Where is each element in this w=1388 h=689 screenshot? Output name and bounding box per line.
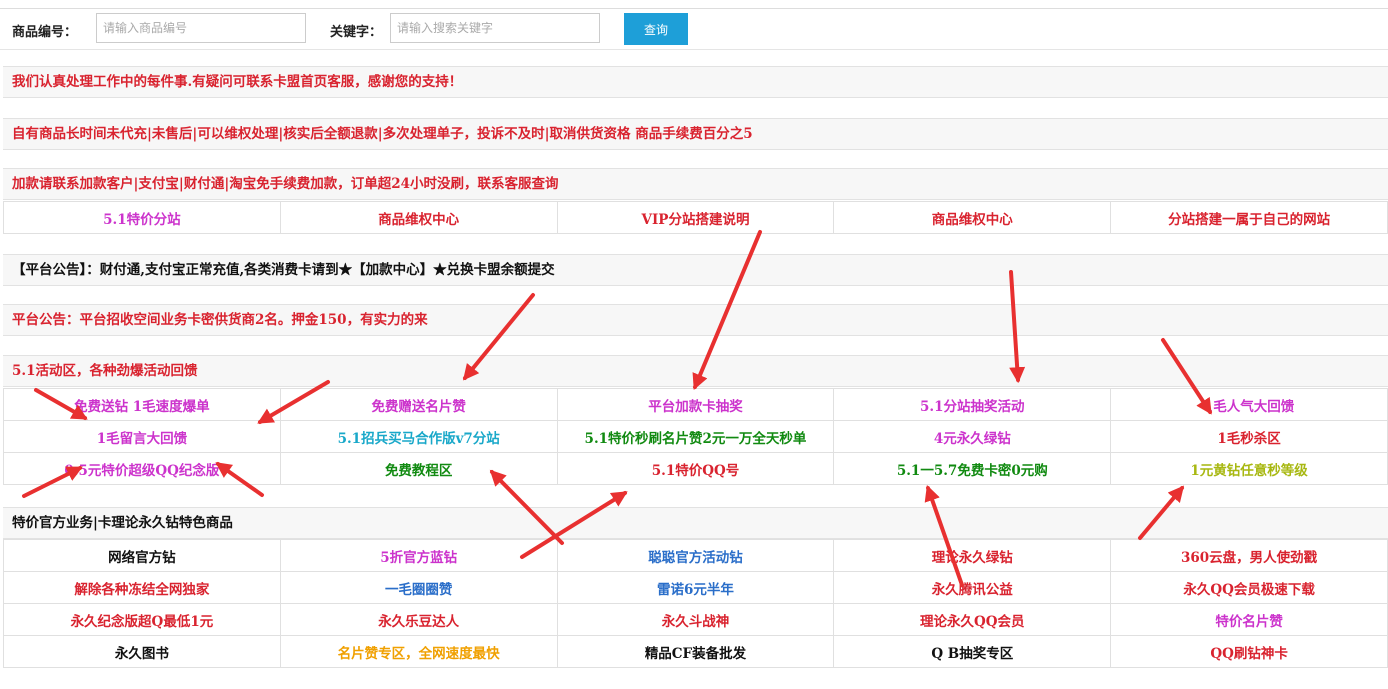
product-row-link[interactable]: 360云盘，男人使劲戳 [1110,539,1388,572]
product-row-link[interactable]: 永久QQ会员极速下载 [1110,571,1388,604]
nav-link[interactable]: VIP分站搭建说明 [556,201,835,234]
product-row-link[interactable]: QQ刷钻神卡 [1110,635,1388,668]
notice-supplier-recruit: 平台公告：平台招收空间业务卡密供货商2名。押金150，有实力的来 [3,304,1388,336]
product-row-link[interactable]: 永久腾讯公益 [833,571,1112,604]
search-button[interactable]: 查询 [624,13,688,45]
activity-row-link[interactable]: 1毛秒杀区 [1110,420,1388,453]
product-row-link[interactable]: 理论永久绿钻 [833,539,1112,572]
product-row-link[interactable]: 永久图书 [3,635,281,668]
activity-row-link[interactable]: 1毛留言大回馈 [3,420,281,453]
nav-link[interactable]: 5.1特价分站 [3,201,281,234]
activity-row-link[interactable]: 平台加款卡抽奖 [556,388,835,421]
product-row: 永久纪念版超Q最低1元永久乐豆达人永久斗战神理论永久QQ会员特价名片赞 [3,603,1388,636]
product-row-link[interactable]: 雷诺6元半年 [556,571,835,604]
activity-row-link[interactable]: 5.1一5.7免费卡密0元购 [833,452,1112,485]
product-row-link[interactable]: 一毛圈圈赞 [279,571,558,604]
product-row-link[interactable]: 名片赞专区，全网速度最快 [279,635,558,668]
activity-row-link[interactable]: 5.1特价QQ号 [556,452,835,485]
notice-deposit: 加款请联系加款客户|支付宝|财付通|淘宝免手续费加款，订单超24小时没刷，联系客… [3,168,1388,200]
activity-row-link[interactable]: 免费教程区 [279,452,558,485]
activity-row-link[interactable]: 免费送钻 1毛速度爆单 [3,388,281,421]
product-row-link[interactable]: 聪聪官方活动钻 [556,539,835,572]
product-row-link[interactable]: 5折官方蓝钻 [279,539,558,572]
search-bar: 商品编号： 关键字： 查询 [0,8,1388,50]
product-row-link[interactable]: Q B抽奖专区 [833,635,1112,668]
product-row-link[interactable]: 理论永久QQ会员 [833,603,1112,636]
product-row-link[interactable]: 网络官方钻 [3,539,281,572]
notice-platform-announcement: 【平台公告】：财付通,支付宝正常充值,各类消费卡请到★【加款中心】★兑换卡盟余额… [3,254,1388,286]
notice-service: 我们认真处理工作中的每件事.有疑问可联系卡盟首页客服，感谢您的支持！ [3,66,1388,98]
product-row-link[interactable]: 解除各种冻结全网独家 [3,571,281,604]
activity-row-link[interactable]: 1毛人气大回馈 [1110,388,1388,421]
product-id-label: 商品编号： [12,25,78,40]
activity-row-link[interactable]: 0.5元特价超级QQ纪念版 [3,452,281,485]
products-section-heading: 特价官方业务|卡理论永久钻特色商品 [3,507,1388,539]
product-row-link[interactable]: 永久纪念版超Q最低1元 [3,603,281,636]
product-row-link[interactable]: 特价名片赞 [1110,603,1388,636]
notice-refund-policy: 自有商品长时间未代充|未售后|可以维权处理|核实后全额退款|多次处理单子，投诉不… [3,118,1388,150]
activity-row-link[interactable]: 1元黄钻任意秒等级 [1110,452,1388,485]
product-id-input[interactable] [96,13,306,43]
keyword-label: 关键字： [330,25,383,40]
activity-row-link[interactable]: 5.1特价秒刷名片赞2元一万全天秒单 [556,420,835,453]
activity-row-link[interactable]: 5.1招兵买马合作版v7分站 [279,420,558,453]
activity-row-link[interactable]: 4元永久绿钻 [833,420,1112,453]
activity-row-link[interactable]: 免费赠送名片赞 [279,388,558,421]
product-row-link[interactable]: 精品CF装备批发 [556,635,835,668]
nav-link[interactable]: 分站搭建一属于自己的网站 [1110,201,1388,234]
product-row-link[interactable]: 永久斗战神 [556,603,835,636]
activity-section-heading: 5.1活动区，各种劲爆活动回馈 [3,355,1388,387]
activity-row-link[interactable]: 5.1分站抽奖活动 [833,388,1112,421]
product-row-link[interactable]: 永久乐豆达人 [279,603,558,636]
keyword-input[interactable] [390,13,600,43]
nav-link[interactable]: 商品维权中心 [279,201,558,234]
product-row: 解除各种冻结全网独家一毛圈圈赞雷诺6元半年永久腾讯公益永久QQ会员极速下载 [3,571,1388,604]
nav-link[interactable]: 商品维权中心 [833,201,1112,234]
